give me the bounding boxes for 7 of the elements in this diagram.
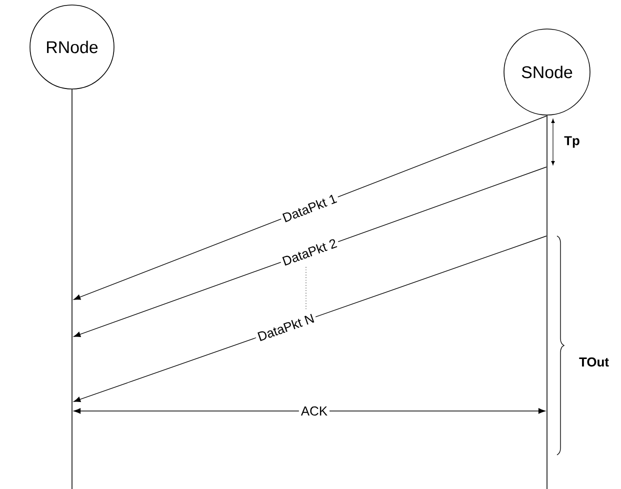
interval-label: Tp [564,136,580,148]
message-arrow [74,236,547,402]
message-arrow [74,116,547,300]
edge-label: ACK [298,404,330,418]
interval-label: TOut [579,357,609,367]
message-arrow [74,166,547,337]
message-arrow [74,408,546,414]
